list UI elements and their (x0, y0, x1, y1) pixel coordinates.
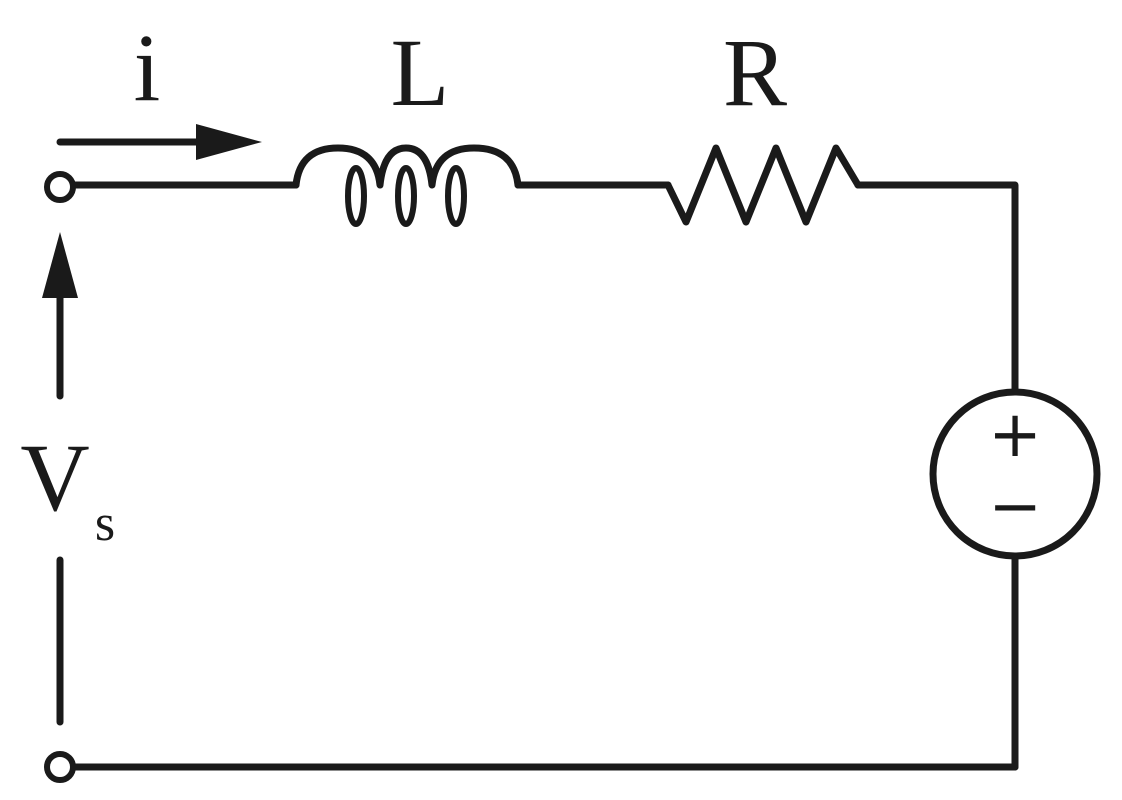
voltage-label: V (20, 424, 89, 531)
terminal-top (44, 171, 76, 203)
current-arrow (56, 124, 262, 160)
inductor (292, 144, 522, 227)
minus-sign: − (988, 470, 1042, 544)
inductor-label: L (391, 19, 450, 126)
terminal-bottom (44, 751, 76, 783)
voltage-arrow (42, 232, 78, 726)
voltage-subscript: s (95, 495, 115, 552)
current-label: i (134, 14, 161, 121)
resistor-label: R (723, 19, 787, 126)
resistor (664, 144, 862, 226)
voltage-source: + − (929, 388, 1101, 560)
plus-sign: + (988, 398, 1042, 472)
wire-top-right (854, 181, 1019, 396)
